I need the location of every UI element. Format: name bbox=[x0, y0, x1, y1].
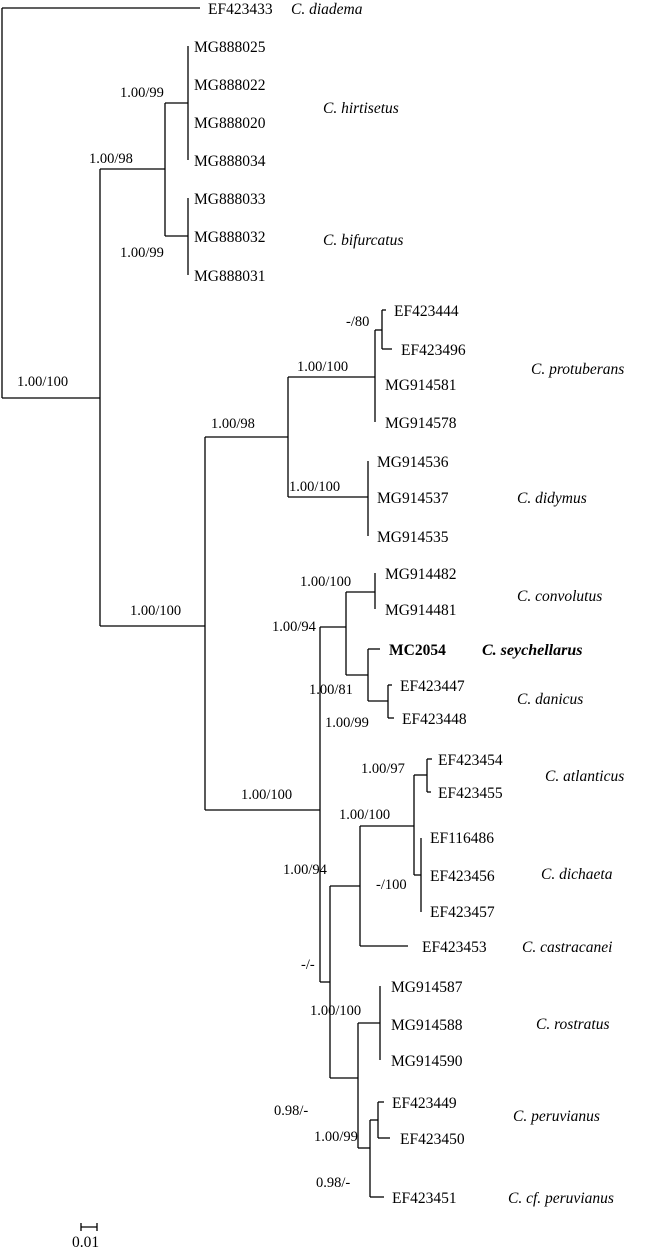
support-value: 1.00/100 bbox=[130, 603, 181, 619]
tip-labels: EF423433 MG888025 MG888022 MG888020 MG88… bbox=[194, 1, 503, 1207]
clade-labels: C. diadema C. hirtisetus C. bifurcatus C… bbox=[291, 1, 624, 1207]
tip-label: EF423433 bbox=[208, 1, 273, 18]
support-value: 1.00/97 bbox=[361, 761, 405, 777]
species-label: C. rostratus bbox=[536, 1016, 610, 1033]
tip-label: MG914537 bbox=[377, 490, 449, 507]
support-value: 1.00/81 bbox=[309, 682, 353, 698]
support-value: 0.98/- bbox=[274, 1103, 308, 1119]
support-values: 1.00/100 1.00/98 1.00/99 1.00/99 1.00/10… bbox=[17, 85, 407, 1191]
tip-label: EF423447 bbox=[400, 678, 465, 695]
tip-label: MG914535 bbox=[377, 529, 449, 546]
species-label: C. convolutus bbox=[517, 588, 602, 605]
support-value: 1.00/98 bbox=[211, 416, 255, 432]
tip-label: EF423448 bbox=[402, 711, 467, 728]
tip-label: MG888032 bbox=[194, 229, 265, 246]
tip-label: MG888031 bbox=[194, 268, 265, 285]
species-label: C. dichaeta bbox=[541, 866, 613, 883]
species-label: C. cf. peruvianus bbox=[508, 1190, 614, 1207]
tip-label: MG914482 bbox=[385, 566, 456, 583]
support-value: 1.00/99 bbox=[120, 245, 164, 261]
tip-label: EF423453 bbox=[422, 939, 487, 956]
support-value: -/100 bbox=[376, 877, 407, 893]
species-label: C. peruvianus bbox=[513, 1108, 600, 1125]
tip-label: EF423456 bbox=[430, 868, 495, 885]
tip-label: EF423496 bbox=[401, 342, 466, 359]
support-value: 1.00/100 bbox=[310, 1003, 361, 1019]
scale-bar-line bbox=[80, 1223, 98, 1231]
tip-label: MG914588 bbox=[391, 1017, 463, 1034]
tip-label: EF423450 bbox=[400, 1131, 465, 1148]
scale-bar: 0.01 bbox=[72, 1223, 99, 1251]
scale-bar-label: 0.01 bbox=[72, 1234, 99, 1251]
tip-label: EF116486 bbox=[430, 830, 494, 847]
species-label: C. castracanei bbox=[522, 939, 612, 956]
species-label: C. diadema bbox=[291, 1, 363, 18]
tip-label: MG888025 bbox=[194, 39, 266, 56]
support-value: 1.00/99 bbox=[120, 85, 164, 101]
tip-label: MG914581 bbox=[385, 377, 456, 394]
support-value: 0.98/- bbox=[316, 1175, 350, 1191]
tip-label: MG888034 bbox=[194, 153, 266, 170]
tip-label: MG914578 bbox=[385, 415, 457, 432]
tip-label: MG914536 bbox=[377, 454, 449, 471]
support-value: 1.00/99 bbox=[314, 1129, 358, 1145]
tip-label: MG888022 bbox=[194, 77, 265, 94]
tip-label: MG914587 bbox=[391, 979, 463, 996]
species-label-focal: C. seychellarus bbox=[482, 642, 582, 659]
tip-label: EF423444 bbox=[394, 303, 459, 320]
species-label: C. danicus bbox=[517, 691, 583, 708]
support-value: 1.00/98 bbox=[89, 151, 133, 167]
support-value: -/80 bbox=[346, 314, 369, 330]
species-label: C. atlanticus bbox=[545, 768, 624, 785]
tip-label: EF423457 bbox=[430, 904, 495, 921]
tip-label: MG888020 bbox=[194, 115, 266, 132]
support-value: 1.00/100 bbox=[241, 787, 292, 803]
support-value: 1.00/99 bbox=[325, 715, 369, 731]
support-value: 1.00/100 bbox=[339, 807, 390, 823]
tip-label: EF423451 bbox=[392, 1190, 457, 1207]
tip-label: EF423449 bbox=[392, 1095, 457, 1112]
tip-label: MG914590 bbox=[391, 1053, 463, 1070]
species-label: C. hirtisetus bbox=[323, 100, 399, 117]
support-value: 1.00/94 bbox=[283, 862, 328, 878]
tree-branches bbox=[1, 7, 432, 1198]
species-label: C. bifurcatus bbox=[323, 232, 403, 249]
species-label: C. didymus bbox=[517, 490, 587, 507]
support-value: 1.00/100 bbox=[300, 574, 351, 590]
tip-label: MG914481 bbox=[385, 602, 456, 619]
tip-label-focal: MC2054 bbox=[389, 642, 446, 659]
tip-label: EF423454 bbox=[438, 752, 503, 769]
support-value: 1.00/100 bbox=[17, 374, 68, 390]
species-label: C. protuberans bbox=[531, 361, 624, 378]
support-value: -/- bbox=[301, 957, 315, 973]
support-value: 1.00/94 bbox=[272, 619, 317, 635]
tip-label: MG888033 bbox=[194, 191, 266, 208]
support-value: 1.00/100 bbox=[297, 359, 348, 375]
support-value: 1.00/100 bbox=[289, 479, 340, 495]
tip-label: EF423455 bbox=[438, 785, 503, 802]
